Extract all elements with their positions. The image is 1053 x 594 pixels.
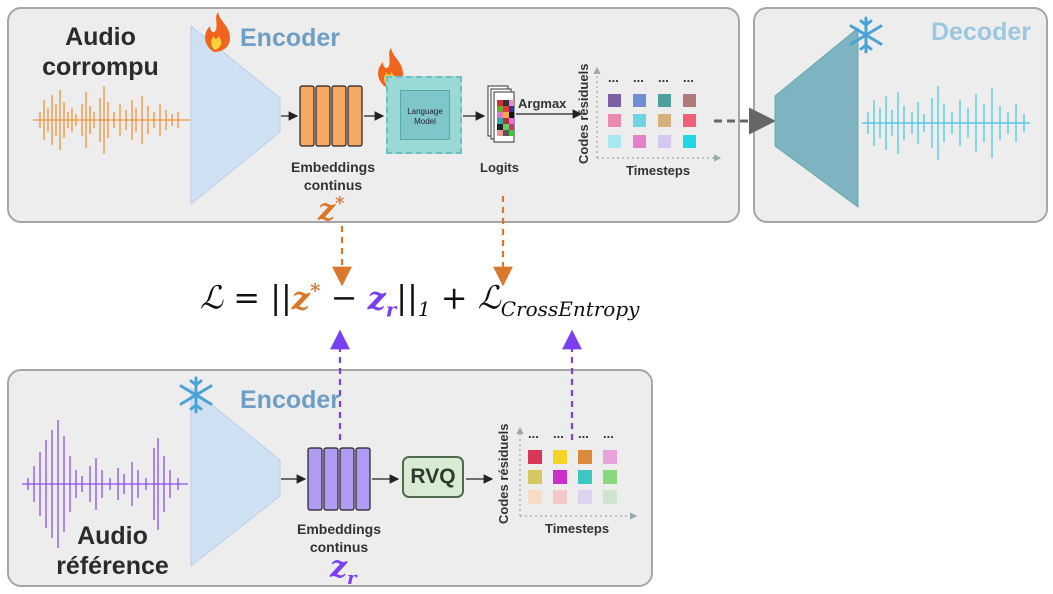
loss-formula: ℒ = ||z* − zr||1 + ℒCrossEntropy (200, 278, 639, 321)
timesteps-label-top: Timesteps (626, 163, 691, 178)
logits-label: Logits (480, 160, 519, 175)
lm-line1: Language (407, 107, 443, 116)
embeddings-label-bottom: Embeddings continus (274, 520, 404, 556)
encoder-label-bottom: Encoder (240, 386, 341, 414)
embeddings-bottom (307, 447, 371, 511)
embeddings-line2: continus (303, 177, 363, 193)
decoder-label: Decoder (931, 18, 1032, 46)
formula-equals: = || (223, 278, 292, 317)
decoded-waveform (862, 86, 1030, 160)
reference-waveform (22, 420, 188, 548)
language-model-block: Language Model (386, 76, 462, 154)
input-title-corrupted: Audio corrompu (28, 22, 173, 82)
timesteps-label-bottom: Timesteps (545, 521, 610, 536)
input-title-line2: corrompu (42, 53, 159, 81)
loss-symbol: ℒ (200, 278, 224, 317)
ellipsis-bottom-4: ... (603, 426, 614, 441)
formula-norm-close: || (396, 278, 418, 317)
encoder-block-bottom (190, 386, 281, 568)
encoder-label-top: Encoder (240, 24, 341, 52)
formula-minus: − (320, 278, 368, 317)
embeddings-line1: Embeddings (290, 159, 375, 175)
embeddings-bottom-line2: continus (309, 539, 369, 555)
fire-icon (205, 12, 230, 52)
codes-axis-label-top: Codes résiduels (576, 63, 591, 164)
z-r-label: zr (330, 550, 357, 589)
ellipsis-bottom-2: ... (553, 426, 564, 441)
corrupted-waveform (33, 86, 190, 154)
ellipsis-top-1: ... (608, 70, 619, 85)
formula-z-r-main: z (367, 278, 386, 317)
logits-stack (487, 85, 515, 143)
formula-norm-sub: 1 (417, 297, 431, 322)
formula-ce-sub: CrossEntropy (500, 297, 640, 322)
codes-axis-label-bottom: Codes résiduels (496, 423, 511, 524)
formula-z-r: zr (367, 278, 397, 321)
ellipsis-top-4: ... (683, 70, 694, 85)
ref-title-line2: référence (56, 552, 169, 580)
snowflake-icon (179, 376, 213, 414)
ellipsis-bottom-1: ... (528, 426, 539, 441)
formula-z-r-sub: r (385, 297, 397, 322)
codes-grid-bottom (528, 450, 617, 504)
lm-line2: Model (414, 117, 436, 126)
embeddings-bottom-line1: Embeddings (296, 521, 381, 537)
ellipsis-top-3: ... (658, 70, 669, 85)
z-star-label: z* (318, 193, 345, 228)
input-title-reference: Audio référence (35, 521, 190, 581)
embeddings-label-top: Embeddings continus (268, 158, 398, 194)
argmax-label: Argmax (518, 96, 567, 111)
embeddings-top (299, 85, 363, 147)
input-title-line1: Audio (65, 23, 136, 51)
ellipsis-bottom-3: ... (578, 426, 589, 441)
decoder-block (774, 26, 859, 208)
formula-z-star: z* (291, 278, 321, 317)
formula-plus-loss: + ℒ (430, 278, 501, 317)
language-model-core: Language Model (400, 90, 450, 140)
rvq-block: RVQ (402, 456, 464, 498)
snowflake-icon (849, 16, 883, 54)
codes-grid-top (608, 94, 696, 148)
encoder-block-top (190, 24, 281, 206)
ellipsis-top-2: ... (633, 70, 644, 85)
ref-title-line1: Audio (77, 522, 148, 550)
